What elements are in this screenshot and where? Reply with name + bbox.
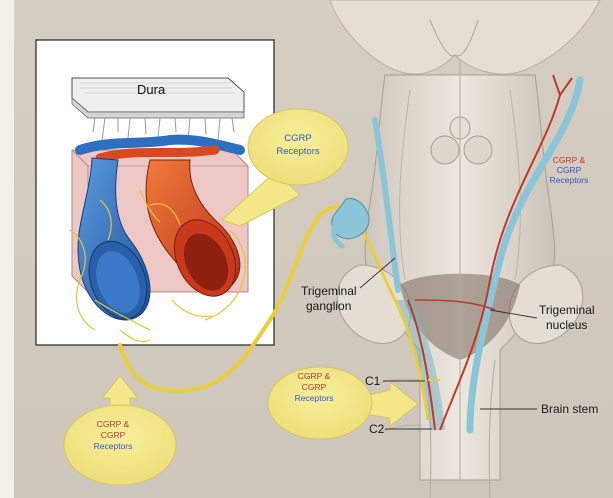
callout-top-line1: CGRP [284,133,311,144]
callout-bottom-left-line1: CGRP & [97,419,130,429]
dura-panel: Dura [36,40,274,345]
callout-top-line2: Receptors [276,146,320,157]
callout-middle-line1: CGRP & [298,371,331,381]
callout-middle-line2: CGRP [302,382,327,392]
label-trigeminal-nucleus-line2: nucleus [546,318,587,332]
label-trigeminal-ganglion-line1: Trigeminal [301,284,357,298]
label-c2: C2 [369,422,385,436]
callout-middle-line3: Receptors [295,393,334,403]
callout-bottom-left-line2: CGRP [101,430,126,440]
left-white-strip [0,0,14,498]
dura-label: Dura [137,82,166,97]
label-trigeminal-nucleus-line1: Trigeminal [539,303,595,317]
callout-right-line1: CGRP & [553,155,586,165]
label-trigeminal-ganglion-line2: ganglion [306,299,351,313]
callout-bottom-left-line3: Receptors [94,441,133,451]
label-brain-stem: Brain stem [541,402,598,416]
callout-right-line3: Receptors [550,175,589,185]
callout-right-line2: CGRP [557,165,582,175]
label-c1: C1 [365,374,381,388]
